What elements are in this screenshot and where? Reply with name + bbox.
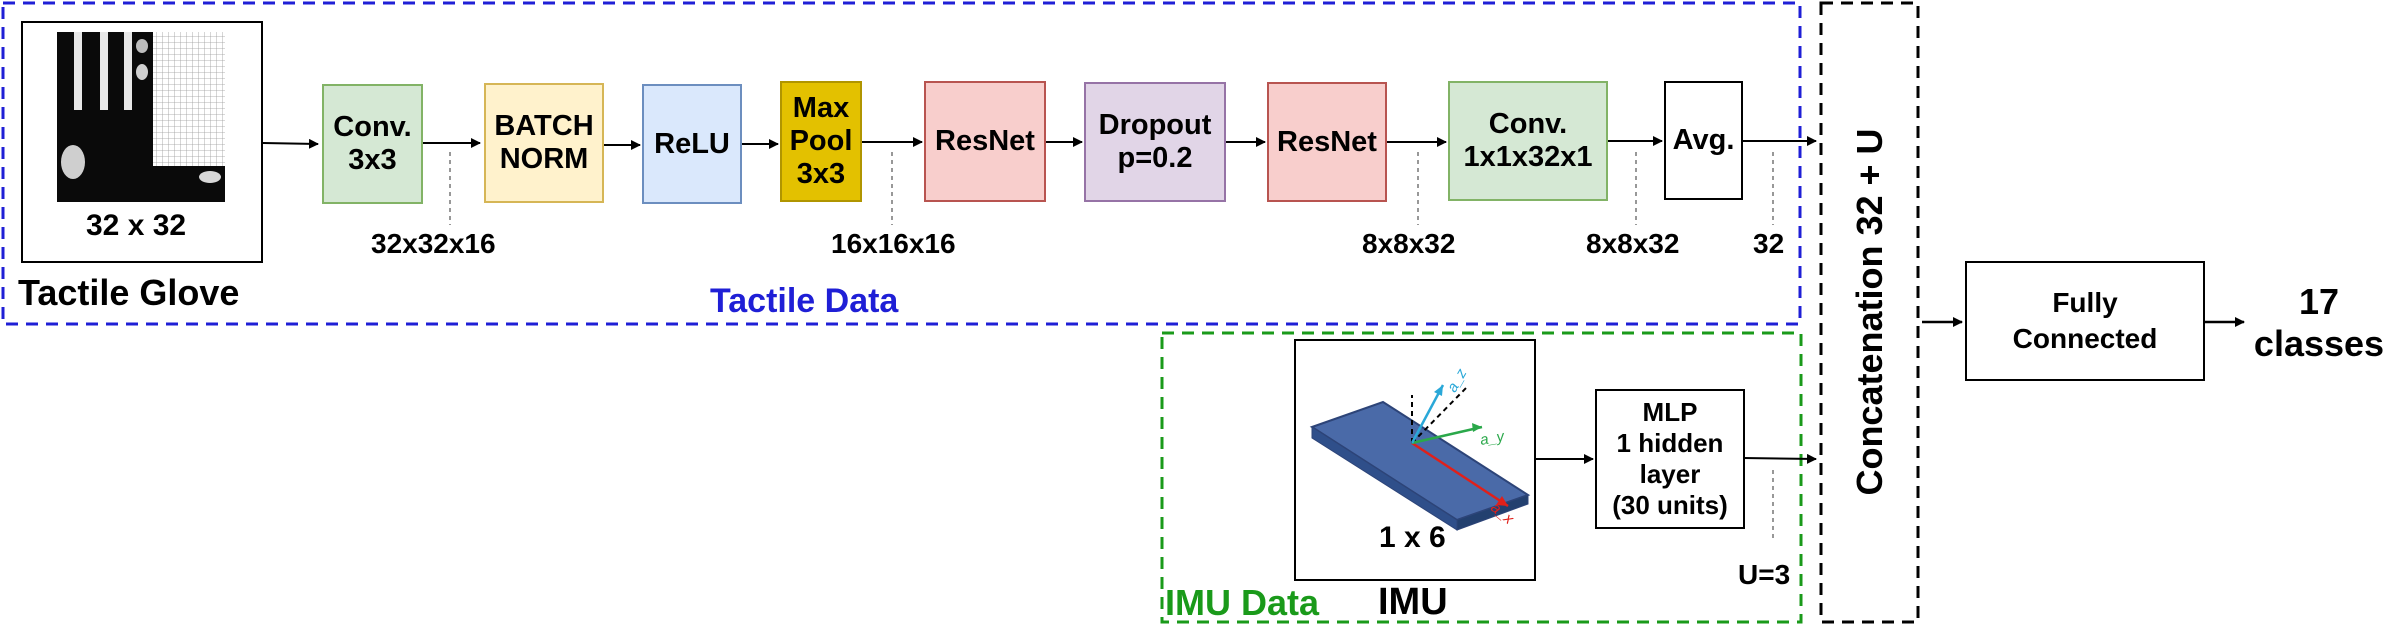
resnet-block-1: ResNet: [924, 81, 1046, 202]
conv-1x1-block: Conv. 1x1x32x1: [1448, 81, 1608, 201]
resnet-block-2: ResNet: [1267, 82, 1387, 202]
axis-x-arrow: [1411, 441, 1509, 508]
dim-label-u: U=3: [1738, 559, 1791, 590]
conv-3x3-block: Conv. 3x3: [322, 84, 423, 204]
concat-box: [1819, 1, 1920, 624]
axis-z-arrow: [1410, 384, 1445, 444]
dim-label-4: 8x8x32: [1586, 228, 1680, 259]
avg-pool-block: Avg.: [1664, 81, 1743, 200]
imu-region-border: [1160, 331, 1803, 624]
arrow-glove-conv: [262, 138, 319, 149]
maxpool-block: Max Pool 3x3: [780, 81, 862, 202]
imu-caption: 1 x 6: [1379, 521, 1446, 554]
axis-y-arrow: [1411, 425, 1483, 445]
dropout-block: Dropout p=0.2: [1084, 82, 1226, 202]
imu-region-label: IMU Data: [1165, 582, 1320, 623]
glove-caption: 32 x 32: [86, 209, 187, 242]
mlp-block: MLP 1 hidden layer (30 units): [1595, 389, 1745, 529]
dim-label-2: 16x16x16: [831, 228, 956, 259]
imu-board-graphic: [1309, 384, 1531, 531]
relu-block: ReLU: [642, 84, 742, 204]
concat-label: Concatenation 32 + U: [1849, 128, 1890, 496]
dim-label-5: 32: [1753, 228, 1785, 259]
batchnorm-block: BATCH NORM: [484, 83, 604, 203]
dim-label-1: 32x32x16: [371, 228, 496, 259]
fully-connected-block: Fully Connected: [1965, 261, 2205, 381]
glove-title: Tactile Glove: [18, 272, 240, 313]
output-classes-label: 17 classes: [2253, 281, 2385, 364]
dim-label-3: 8x8x32: [1362, 228, 1456, 259]
tactile-region-label: Tactile Data: [710, 282, 899, 320]
glove-heatmap: [57, 32, 225, 202]
arrow-mlp-concat: [1742, 453, 1817, 464]
imu-title: IMU: [1378, 581, 1448, 623]
